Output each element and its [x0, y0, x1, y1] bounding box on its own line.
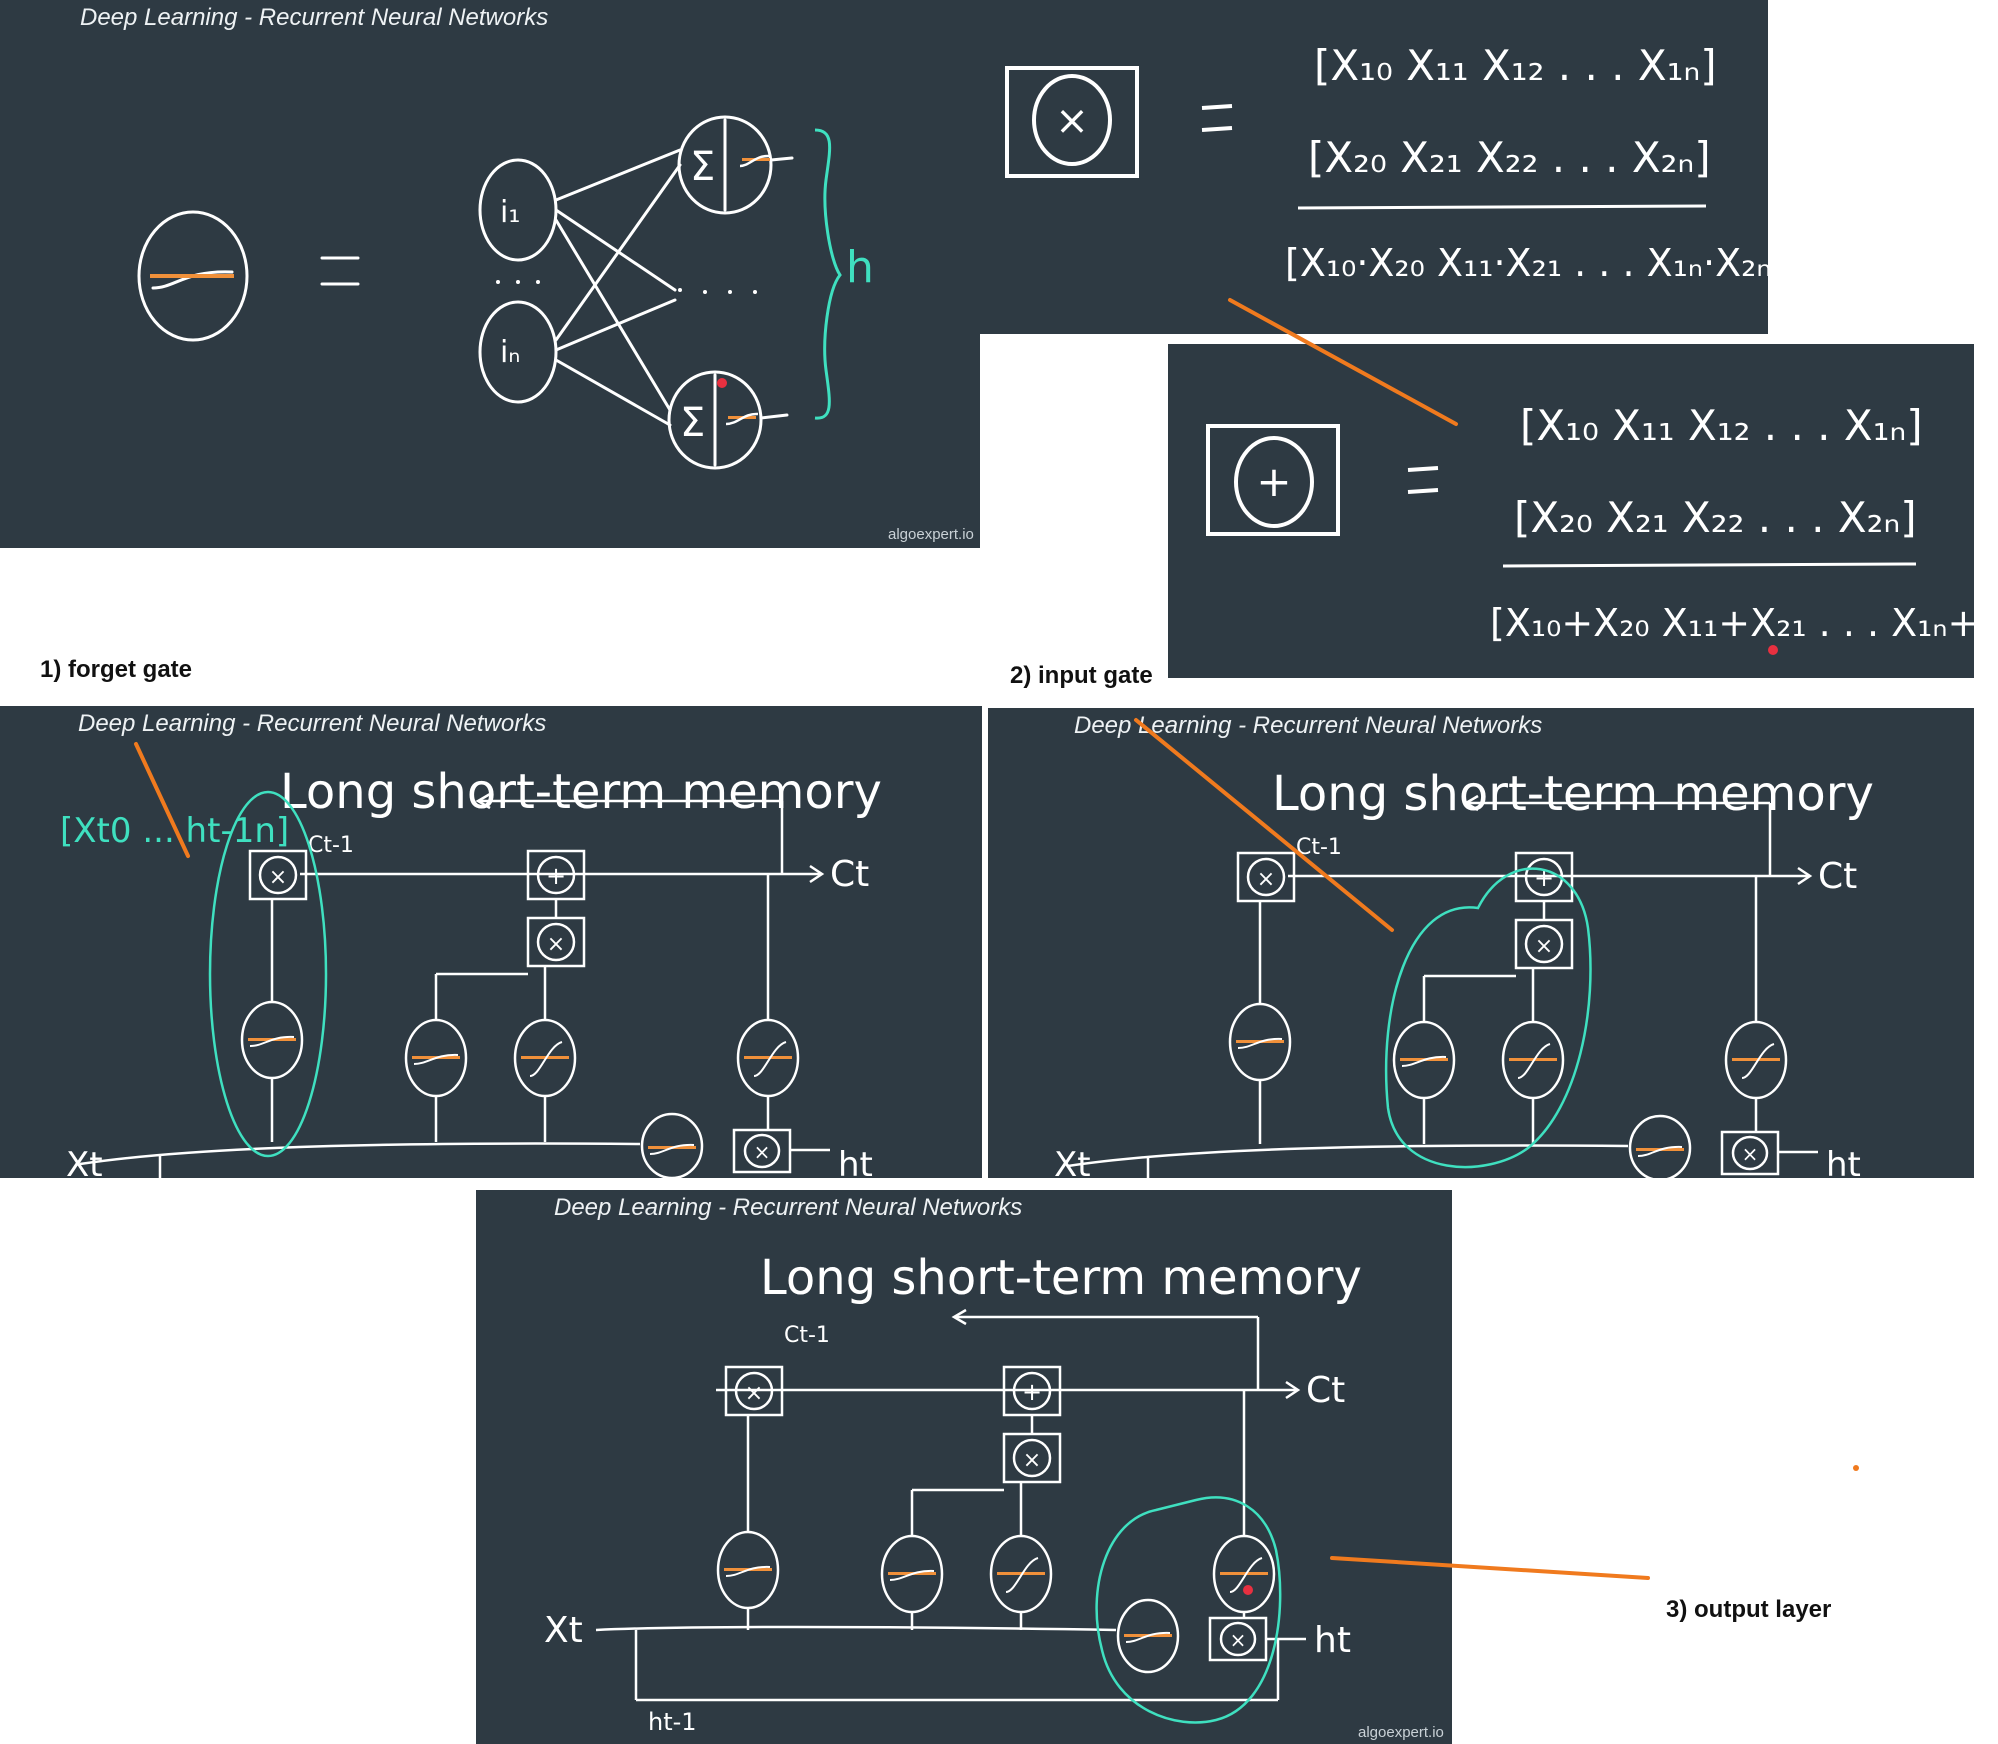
lstm-forget-panel: Deep Learning - Recurrent Neural Network… [0, 706, 982, 1178]
forget-gate-note: 1) forget gate [40, 656, 193, 683]
input-node-bottom [478, 300, 558, 404]
svg-text:×: × [1742, 1142, 1759, 1166]
x-t-label: Xt [66, 1145, 103, 1178]
activation-curve [151, 270, 234, 290]
input-gate-highlight [1384, 867, 1592, 1169]
h-t-label: ht [1826, 1145, 1861, 1178]
watermark: algoexpert.io [888, 526, 974, 543]
lstm-title: Long short-term memory [760, 1250, 1362, 1306]
lstm-input-panel: Deep Learning - Recurrent Neural Network… [988, 708, 1974, 1178]
svg-text:×: × [1230, 1628, 1247, 1652]
h-t-label: ht [1314, 1620, 1351, 1661]
lstm-forget-diagram: × + × × Long short-term memory Ct-1 Ct X… [60, 764, 882, 1178]
svg-text:×: × [1535, 934, 1553, 959]
svg-text:×: × [754, 1140, 771, 1164]
add-panel: + [X₁₀ X₁₁ X₁₂ . . . X₁ₙ] [X₂₀ X₂₁ X₂₂ .… [1168, 344, 1974, 678]
multiply-panel: × [X₁₀ X₁₁ X₁₂ . . . X₁ₙ] [X₂₀ X₂₁ X₂₂ .… [980, 0, 1768, 334]
add-row-1: [X₁₀ X₁₁ X₁₂ . . . X₁ₙ] [1520, 401, 1923, 450]
lstm-title: Long short-term memory [1272, 766, 1874, 822]
c-next-label: Ct [1818, 856, 1857, 897]
forget-gate-highlight [208, 790, 328, 1158]
lstm-output-panel: Deep Learning - Recurrent Neural Network… [476, 1190, 1452, 1744]
watermark: algoexpert.io [1358, 1724, 1444, 1741]
multiply-diagram: × [X₁₀ X₁₁ X₁₂ . . . X₁ₙ] [X₂₀ X₂₁ X₂₂ .… [1005, 41, 1768, 285]
svg-text:×: × [1023, 1448, 1041, 1473]
svg-text:×: × [1257, 867, 1275, 892]
multiply-result: [X₁₀·X₂₀ X₁₁·X₂₁ . . . X₁ₙ·X₂ₙ [1285, 241, 1768, 285]
neuron-layer-diagram: i₁ iₙ Σ Σ h [137, 115, 874, 470]
multiply-row-1: [X₁₀ X₁₁ X₁₂ . . . X₁ₙ] [1314, 41, 1717, 90]
panel-title: Deep Learning - Recurrent Neural Network… [554, 1194, 1023, 1221]
input-label-top: i₁ [500, 195, 520, 230]
sum-symbol-top: Σ [690, 144, 715, 190]
input-label-bottom: iₙ [500, 335, 520, 370]
svg-text:+: + [1022, 1378, 1042, 1406]
output-layer-note: 3) output layer [1666, 1596, 1832, 1623]
lstm-input-diagram: × + × × Long short-term memory Ct-1 Ct X… [1054, 766, 1874, 1178]
layer-brace [814, 128, 842, 420]
svg-text:×: × [745, 1381, 763, 1406]
x-t-label: Xt [544, 1610, 583, 1651]
h-t-label: ht [838, 1145, 873, 1178]
input-gate-note: 2) input gate [1010, 662, 1153, 689]
add-row-2: [X₂₀ X₂₁ X₂₂ . . . X₂ₙ] [1514, 493, 1917, 542]
svg-text:+: + [546, 862, 566, 890]
c-prev-label: Ct-1 [784, 1323, 830, 1348]
c-prev-label: Ct-1 [1296, 835, 1342, 860]
brace-label: h [846, 242, 874, 293]
panel-title: Deep Learning - Recurrent Neural Network… [80, 4, 549, 31]
x-t-label: Xt [1054, 1145, 1091, 1178]
svg-text:×: × [269, 865, 287, 890]
lstm-title: Long short-term memory [280, 764, 882, 820]
output-gate-highlight [1095, 1496, 1282, 1724]
concat-label: [Xt0 ... ht-1n] [60, 811, 289, 851]
c-next-label: Ct [1306, 1370, 1345, 1411]
lstm-output-diagram: × + × × Long short-term memory Ct-1 Ct X… [544, 1250, 1362, 1736]
sigmoid-dots [150, 158, 770, 419]
add-symbol: + [1256, 457, 1291, 506]
output-node-bottom [667, 370, 763, 470]
add-result: [X₁₀+X₂₀ X₁₁+X₂₁ . . . X₁ₙ+X₂ₙ [1490, 601, 1974, 645]
activation-node [137, 210, 249, 342]
add-diagram: + [X₁₀ X₁₁ X₁₂ . . . X₁ₙ] [X₂₀ X₂₁ X₂₂ .… [1206, 401, 1974, 655]
c-prev-label: Ct-1 [308, 833, 354, 858]
neuron-layer-panel: Deep Learning - Recurrent Neural Network… [0, 0, 980, 548]
h-prev-label: ht-1 [648, 1708, 697, 1736]
c-next-label: Ct [830, 854, 869, 895]
sum-symbol-bottom: Σ [680, 400, 705, 446]
svg-text:×: × [547, 932, 565, 957]
multiply-row-2: [X₂₀ X₂₁ X₂₂ . . . X₂ₙ] [1308, 133, 1711, 182]
multiply-symbol: × [1055, 98, 1089, 144]
panel-title: Deep Learning - Recurrent Neural Network… [78, 710, 547, 737]
